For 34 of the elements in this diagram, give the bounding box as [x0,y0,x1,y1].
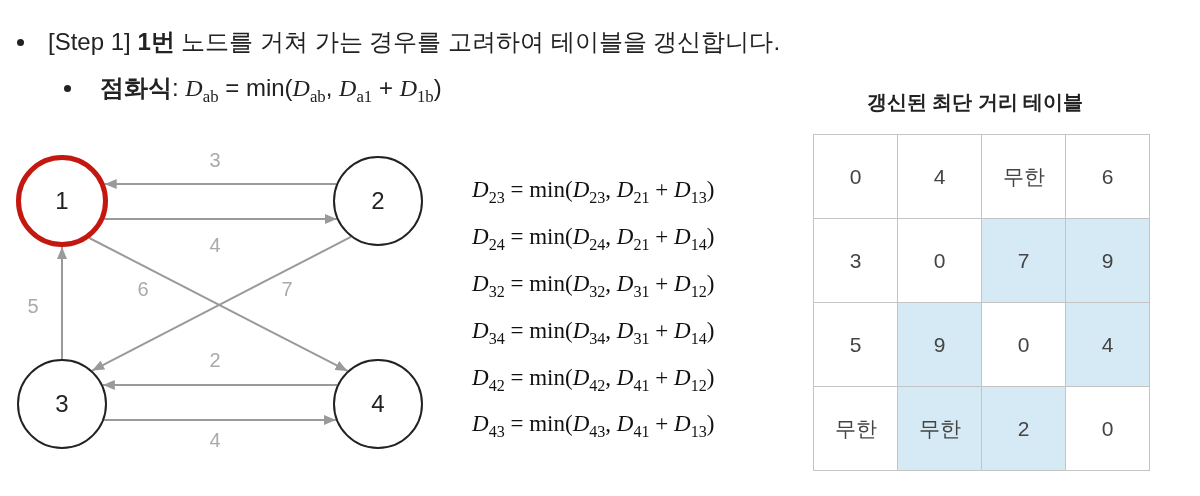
table-cell: 무한 [813,386,898,471]
table-cell: 5 [813,302,898,387]
table-cell: 0 [1065,386,1150,471]
table-cell: 무한 [897,386,982,471]
formula-text: D$_{32}$ = min(D$_{32}$, D$_{31}$ + D$_{12}$) [472,270,715,298]
arrow [103,179,338,189]
table-cell: 7 [981,218,1066,303]
recurrence-formula: 점화식: D$_{ab}$ = min(D$_{ab}$, D$_{a1}$ + D$_{1b}$) [100,73,442,103]
table-title: 갱신된 최단 거리 테이블 [866,90,1084,115]
table-cell: 9 [897,302,982,387]
arrow [103,415,337,425]
formula-text: D$_{23}$ = min(D$_{23}$, D$_{21}$ + D$_{13}$) [472,176,715,204]
table-cell: 0 [813,134,898,219]
table-cell: 0 [897,218,982,303]
table-cell: 4 [1065,302,1150,387]
table-cell: 6 [1065,134,1150,219]
formula-text: D$_{43}$ = min(D$_{43}$, D$_{41}$ + D$_{13}$) [472,410,715,438]
table-cell: 무한 [981,134,1066,219]
formula-text: D$_{34}$ = min(D$_{34}$, D$_{31}$ + D$_{14}$) [472,317,715,345]
table-cell: 9 [1065,218,1150,303]
formula-text: D$_{42}$ = min(D$_{42}$, D$_{41}$ + D$_{12}$) [472,364,715,392]
node-circle: 2 [333,156,423,246]
node-circle: 1 [16,155,108,247]
arrow [101,380,339,390]
instruction-text: [Step 1] 1번 노드를 거쳐 가는 경우를 고려하여 테이블을 갱신합니다. [48,27,781,57]
table-cell: 4 [897,134,982,219]
table-cell: 0 [981,302,1066,387]
formula-text: D$_{24}$ = min(D$_{24}$, D$_{21}$ + D$_{14}$) [472,223,715,251]
table-cell: 3 [813,218,898,303]
table-cell: 2 [981,386,1066,471]
node-circle: 3 [17,359,107,449]
arrow [57,246,67,360]
node-circle: 4 [333,359,423,449]
arrow [103,214,338,224]
